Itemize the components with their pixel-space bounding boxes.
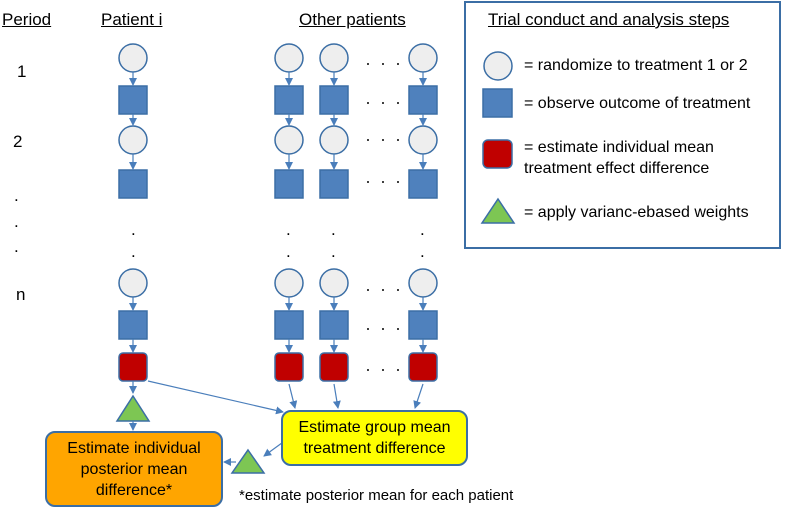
group-mean-line1: Estimate group mean xyxy=(298,419,451,436)
vdot-col3-1: . xyxy=(420,220,425,239)
legend-item-randomize: = randomize to treatment 1 or 2 xyxy=(524,57,748,74)
other-1-randomize-circle-4 xyxy=(274,268,304,298)
patient-i-outcome-square-3 xyxy=(118,169,148,199)
individual-line1: Estimate individual xyxy=(67,440,201,457)
other-2-estimate-square xyxy=(319,352,349,382)
vdot-col1-2: . xyxy=(286,242,291,261)
group-mean-box: Estimate group mean treatment difference xyxy=(281,410,468,466)
ellipsis-r5: · · · xyxy=(365,279,403,299)
vdot-col1-1: . xyxy=(286,220,291,239)
patient-i-randomize-circle-0 xyxy=(118,43,148,73)
legend-square-icon xyxy=(482,88,513,118)
other-2-randomize-circle-2 xyxy=(319,125,349,155)
other-1-estimate-square xyxy=(274,352,304,382)
patient-i-estimate-square xyxy=(118,352,148,382)
vdot-col3-2: . xyxy=(420,242,425,261)
other-3-randomize-circle-4 xyxy=(408,268,438,298)
patient-i-weight-triangle xyxy=(115,394,151,422)
arrow-patient-to-group xyxy=(147,380,284,415)
other-2-outcome-square-1 xyxy=(319,85,349,115)
legend-item-weights: = apply varianc-ebased weights xyxy=(524,204,749,221)
other-3-randomize-circle-2 xyxy=(408,125,438,155)
other-2-randomize-circle-0 xyxy=(319,43,349,73)
patient-i-header: Patient i xyxy=(101,10,163,29)
ellipsis-r3: · · · xyxy=(365,129,403,149)
vdot-col2-2: . xyxy=(331,242,336,261)
individual-posterior-box: Estimate individual posterior mean diffe… xyxy=(45,431,223,507)
legend-item-estimate-line1: = estimate individual mean xyxy=(524,139,714,156)
other-1-randomize-circle-0 xyxy=(274,43,304,73)
other-3-outcome-square-3 xyxy=(408,169,438,199)
period-header: Period xyxy=(2,10,52,29)
other-1-outcome-square-3 xyxy=(274,169,304,199)
period-label-n: n xyxy=(16,285,26,304)
other-1-randomize-circle-2 xyxy=(274,125,304,155)
period-label-dot-1: . xyxy=(14,186,19,205)
legend-triangle-icon xyxy=(480,197,516,224)
other-3-outcome-square-1 xyxy=(408,85,438,115)
period-label-1: 1 xyxy=(17,62,27,81)
legend-title: Trial conduct and analysis steps xyxy=(488,10,730,29)
other-1-outcome-square-5 xyxy=(274,310,304,340)
individual-line2: posterior mean xyxy=(80,461,188,478)
other-2-outcome-square-5 xyxy=(319,310,349,340)
arrow-col1-to-group xyxy=(288,383,298,409)
arrow-col3-to-group xyxy=(413,383,424,409)
legend-circle-icon xyxy=(483,51,513,81)
period-label-2: 2 xyxy=(13,132,23,151)
patient-i-outcome-square-1 xyxy=(118,85,148,115)
legend-box: Trial conduct and analysis steps = rando… xyxy=(464,1,781,249)
other-patients-header: Other patients xyxy=(299,10,406,29)
ellipsis-r2: · · · xyxy=(365,92,403,112)
vdot-patient-1: . xyxy=(131,220,136,239)
patient-i-randomize-circle-4 xyxy=(118,268,148,298)
period-label-dot-3: . xyxy=(14,237,19,256)
patient-i-randomize-circle-2 xyxy=(118,125,148,155)
period-label-dot-2: . xyxy=(14,212,19,231)
group-mean-line2: treatment difference xyxy=(303,440,446,457)
other-2-outcome-square-3 xyxy=(319,169,349,199)
individual-line3: difference* xyxy=(95,482,173,499)
other-2-randomize-circle-4 xyxy=(319,268,349,298)
vdot-col2-1: . xyxy=(331,220,336,239)
legend-item-observe: = observe outcome of treatment xyxy=(524,95,751,112)
footnote: *estimate posterior mean for each patien… xyxy=(239,487,514,504)
ellipsis-r6: · · · xyxy=(365,318,403,338)
ellipsis-r4: · · · xyxy=(365,171,403,191)
legend-item-estimate-line2: treatment effect difference xyxy=(524,160,710,177)
ellipsis-r7: · · · xyxy=(365,359,403,379)
other-3-estimate-square xyxy=(408,352,438,382)
weight-triangle-group xyxy=(230,448,266,474)
other-3-randomize-circle-0 xyxy=(408,43,438,73)
patient-i-outcome-square-5 xyxy=(118,310,148,340)
legend-icons xyxy=(480,51,516,224)
vdot-patient-2: . xyxy=(131,242,136,261)
legend-red-square-icon xyxy=(482,139,513,169)
other-3-outcome-square-5 xyxy=(408,310,438,340)
ellipsis-r1: · · · xyxy=(365,53,403,73)
arrow-col2-to-group xyxy=(332,383,341,409)
other-1-outcome-square-1 xyxy=(274,85,304,115)
